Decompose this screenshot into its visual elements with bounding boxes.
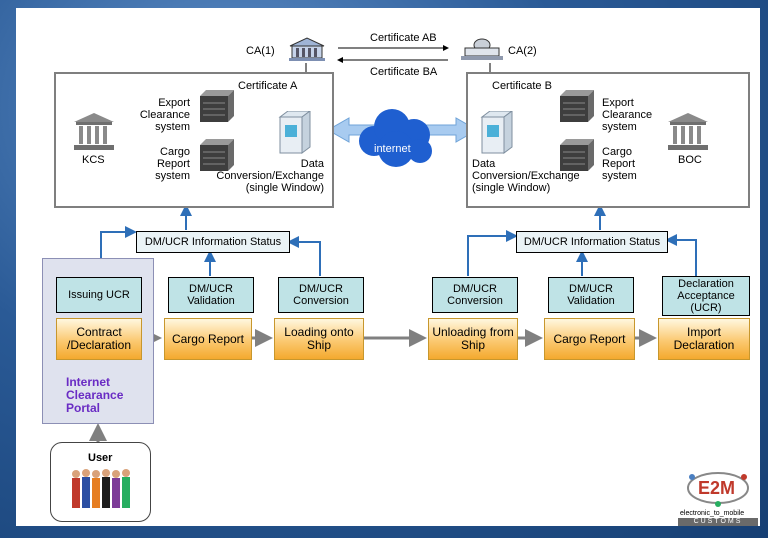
cargo-server-icon-left bbox=[200, 139, 234, 171]
ca2-label: CA(2) bbox=[508, 45, 537, 57]
issuing-ucr-box: Issuing UCR bbox=[56, 277, 142, 313]
certificate-a-label: Certificate A bbox=[238, 80, 298, 92]
boc-building-icon bbox=[668, 113, 708, 150]
boc-label: BOC bbox=[678, 154, 702, 166]
contract-declaration-step: Contract/Declaration bbox=[56, 318, 142, 360]
dm-ucr-status-right: DM/UCR Information Status bbox=[516, 231, 668, 253]
cert-ab-label: Certificate AB bbox=[370, 32, 437, 44]
user-label: User bbox=[88, 452, 113, 464]
diagram-canvas: CA(1) Certificate AB Certificate BA CA(2… bbox=[16, 8, 760, 526]
data-conversion-server-icon-left bbox=[278, 111, 311, 154]
cargo-report-step-right: Cargo Report bbox=[544, 318, 635, 360]
ca2-building-icon bbox=[461, 38, 503, 60]
kcs-building-icon bbox=[74, 113, 114, 150]
cargo-server-icon-right bbox=[560, 139, 594, 171]
export-server-icon-right bbox=[560, 90, 594, 122]
kcs-label: KCS bbox=[82, 154, 105, 166]
ca1-building-icon bbox=[289, 37, 325, 61]
dm-ucr-status-left: DM/UCR Information Status bbox=[136, 231, 290, 253]
user-box bbox=[50, 442, 151, 522]
export-server-icon-left bbox=[200, 90, 234, 122]
kcs-system-frame bbox=[54, 72, 334, 208]
boc-system-frame bbox=[466, 72, 750, 208]
people-group-icon bbox=[72, 469, 130, 508]
cert-ba-label: Certificate BA bbox=[370, 66, 438, 78]
e2m-customs-logo: E2M electronic_to_mobile CUSTOMS bbox=[678, 468, 758, 526]
certificate-b-label: Certificate B bbox=[492, 80, 552, 92]
internet-cloud-icon bbox=[359, 109, 432, 167]
cargo-report-step-left: Cargo Report bbox=[164, 318, 252, 360]
ca1-label: CA(1) bbox=[246, 45, 275, 57]
internet-label: internet bbox=[374, 143, 411, 155]
data-conversion-server-icon-right bbox=[480, 111, 513, 154]
